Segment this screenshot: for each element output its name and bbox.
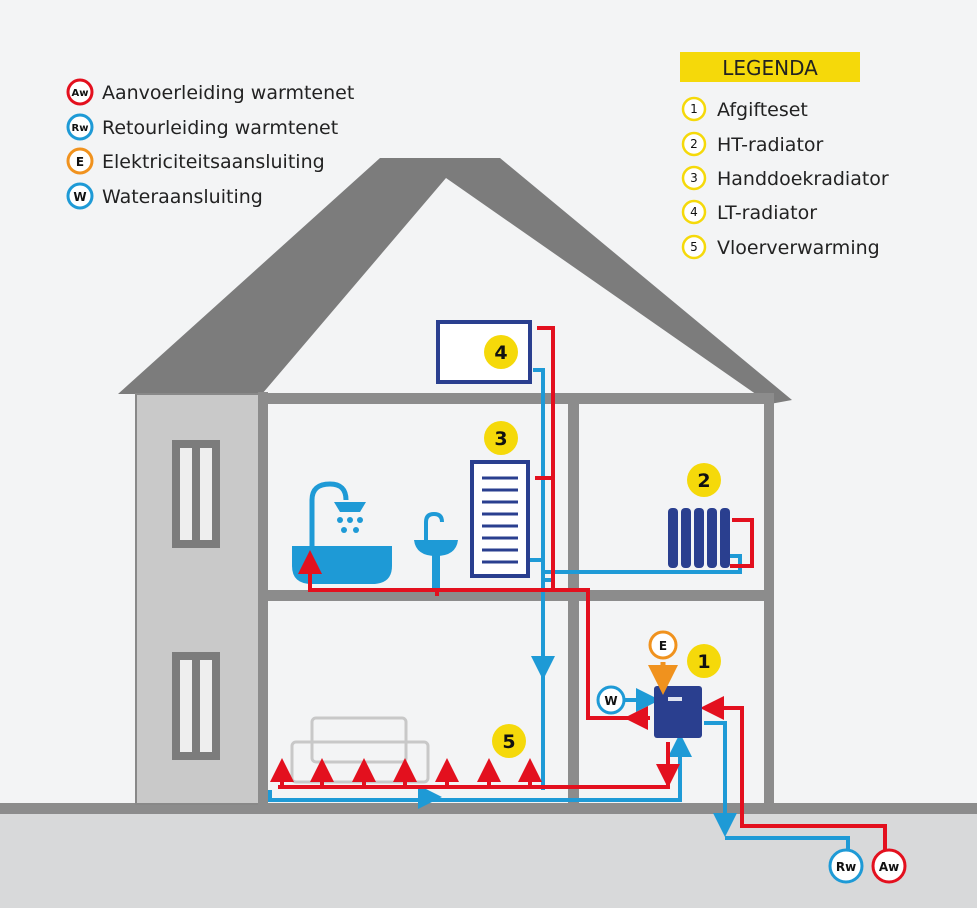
return-pipes <box>268 368 850 852</box>
svg-text:2: 2 <box>697 470 710 492</box>
side-column <box>135 393 263 805</box>
svg-text:E: E <box>659 639 667 653</box>
svg-text:4: 4 <box>690 205 698 219</box>
legend-item-1: 1 Afgifteset <box>681 96 808 122</box>
svg-text:W: W <box>73 190 86 204</box>
legend-title: LEGENDA <box>722 56 818 80</box>
ground-line <box>0 803 977 814</box>
svg-text:Aw: Aw <box>72 88 89 99</box>
badge-1: 1 <box>687 644 721 678</box>
svg-text:2: 2 <box>690 137 698 151</box>
badge-3: 3 <box>484 421 518 455</box>
house-walls <box>258 392 774 806</box>
legend-item-2: 2 HT-radiator <box>681 131 824 157</box>
bathtub-icon <box>292 481 392 584</box>
towel-radiator <box>470 460 530 578</box>
legend-item-aw: Aw Aanvoerleiding warmtenet <box>66 78 354 106</box>
ht-radiator <box>668 508 730 568</box>
legend-item-w: W Wateraansluiting <box>66 182 263 210</box>
supply-pipes <box>270 326 887 852</box>
svg-text:LT-radiator: LT-radiator <box>717 202 817 224</box>
legend-item-rw: Rw Retourleiding warmtenet <box>66 113 338 141</box>
badge-5: 5 <box>492 724 526 758</box>
legend-connections: Aw Aanvoerleiding warmtenet Rw Retourleidi… <box>66 78 354 210</box>
svg-text:Afgifteset: Afgifteset <box>717 99 808 121</box>
supply-connection: Aw <box>871 848 907 884</box>
svg-text:Vloerverwarming: Vloerverwarming <box>717 237 880 259</box>
svg-text:Rw: Rw <box>836 860 856 874</box>
badge-2: 2 <box>687 463 721 497</box>
svg-text:Aanvoerleiding warmtenet: Aanvoerleiding warmtenet <box>102 82 354 104</box>
return-connection: Rw <box>828 848 864 884</box>
svg-text:5: 5 <box>690 240 698 254</box>
svg-text:1: 1 <box>697 651 710 673</box>
legend-item-4: 4 LT-radiator <box>681 199 817 225</box>
window <box>172 440 220 548</box>
svg-text:3: 3 <box>690 171 698 185</box>
svg-text:HT-radiator: HT-radiator <box>717 134 824 156</box>
svg-text:Handdoekradiator: Handdoekradiator <box>717 168 889 190</box>
sink-icon <box>414 511 458 588</box>
svg-text:Wateraansluiting: Wateraansluiting <box>102 186 263 208</box>
sofa-icon <box>290 716 430 784</box>
svg-text:3: 3 <box>494 428 507 450</box>
svg-text:Elektriciteitsaansluiting: Elektriciteitsaansluiting <box>102 151 325 173</box>
svg-text:Retourleiding warmtenet: Retourleiding warmtenet <box>102 117 338 139</box>
badge-4: 4 <box>484 335 518 369</box>
legend-item-3: 3 Handdoekradiator <box>681 165 889 191</box>
svg-text:Rw: Rw <box>72 123 89 134</box>
svg-text:Aw: Aw <box>879 860 899 874</box>
legend-item-e: E Elektriciteitsaansluiting <box>66 147 325 175</box>
svg-text:4: 4 <box>494 342 507 364</box>
water-connection: W <box>596 685 626 715</box>
svg-text:5: 5 <box>502 731 515 753</box>
electricity-connection: E <box>648 630 678 660</box>
svg-text:1: 1 <box>690 102 698 116</box>
window <box>172 652 220 760</box>
legend-item-5: 5 Vloerverwarming <box>681 234 880 260</box>
roof <box>118 158 792 404</box>
afgifteset-unit <box>654 686 702 738</box>
svg-text:E: E <box>76 155 84 169</box>
legend-components: LEGENDA 1 Afgifteset 2 HT-radiator 3 Handdo… <box>680 52 889 260</box>
svg-text:W: W <box>604 694 617 708</box>
